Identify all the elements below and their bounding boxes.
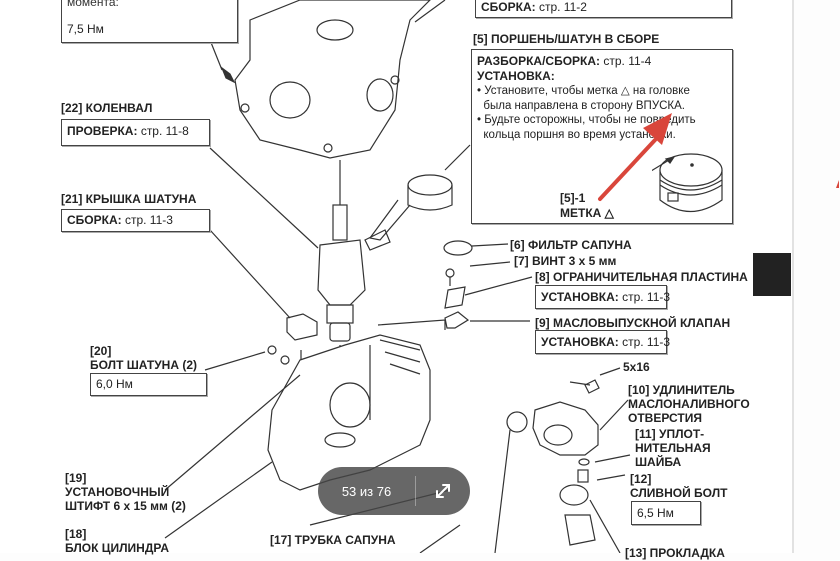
oil-relief-valve-install-label: УСТАНОВКА:: [541, 335, 619, 349]
drain-bolt-title: СЛИВНОЙ БОЛТ: [630, 486, 728, 500]
oil-filler-ext-title-1: [10] УДЛИНИТЕЛЬ: [628, 383, 735, 397]
drain-bolt-torque-box: 6,5 Нм: [631, 501, 701, 525]
piston-disassembly-label: РАЗБОРКА/СБОРКА:: [477, 54, 601, 68]
conrod-bolt-torque-box: 6,0 Нм: [90, 373, 207, 396]
gasket-title: [13] ПРОКЛАДКА: [625, 546, 725, 560]
stopper-plate-install-box: УСТАНОВКА: стр. 11-3: [535, 285, 671, 309]
piston-note-2b: кольца поршня во время установки.: [477, 128, 676, 141]
piston-note-2a: • Будьте осторожны, чтобы не повредить: [477, 114, 696, 126]
oil-filler-extension-drawing: [532, 401, 599, 456]
next-page-red-annotation-fragment: [836, 180, 839, 188]
oil-relief-valve-install-box: УСТАНОВКА: стр. 11-3: [535, 330, 671, 354]
piston-head-drawing: [652, 153, 723, 212]
expand-arrows-icon: [436, 484, 450, 498]
cylinder-block-title: БЛОК ЦИЛИНДРА: [65, 541, 170, 555]
bolt-size-label: 5x16: [623, 360, 650, 374]
torque-partial-text: момента:: [67, 0, 119, 9]
stopper-plate-install-label: УСТАНОВКА:: [541, 290, 619, 304]
piston-mark-label: МЕТКА △: [560, 206, 614, 220]
piston-install-label: УСТАНОВКА:: [477, 69, 555, 83]
o-ring-drawing: [506, 411, 528, 433]
piston-title: [5] ПОРШЕНЬ/ШАТУН В СБОРЕ: [473, 32, 660, 46]
exploded-view-drawing: [164, 0, 631, 553]
sealing-washer-title-2: НИТЕЛЬНАЯ: [635, 441, 711, 455]
crankshaft-inspection-box: ПРОВЕРКА: стр. 11-8: [61, 119, 210, 146]
conrod-cap-drawing: [286, 313, 318, 341]
conrod-cap-assembly-page-ref: стр. 11-3: [124, 213, 173, 227]
oil-relief-valve-title: [9] МАСЛОВЫПУСКНОЙ КЛАПАН: [535, 316, 731, 330]
page-navigator-overlay: 53 из 76: [318, 467, 470, 515]
screw-title: [7] ВИНТ 3 x 5 мм: [514, 254, 617, 268]
conrod-cap-assembly-box: СБОРКА: стр. 11-3: [61, 209, 210, 232]
cylinder-block-ref: [18]: [65, 527, 87, 541]
drain-bolt-torque-value: 6,5 Нм: [637, 506, 674, 520]
oil-filler-ext-title-2: МАСЛОНАЛИВНОГО: [628, 397, 750, 411]
sealing-washer-title-1: [11] УПЛОТ-: [635, 427, 705, 441]
crankshaft-inspection-label: ПРОВЕРКА:: [67, 124, 138, 138]
conrod-cap-title: [21] КРЫШКА ШАТУНА: [61, 192, 197, 206]
oil-filler-ext-title-3: ОТВЕРСТИЯ: [628, 411, 702, 425]
page-edge-divider: [792, 0, 794, 553]
drain-bolt-ref: [12]: [630, 472, 652, 486]
crankshaft-inspection-page-ref: стр. 11-8: [140, 124, 189, 138]
page-counter: 53 из 76: [341, 483, 392, 499]
piston-mark-ref: [5]-1: [560, 191, 586, 205]
crankshaft-title: [22] КОЛЕНВАЛ: [61, 101, 153, 115]
piston-note-1b: была направлена в сторону ВПУСКА.: [477, 99, 685, 112]
breather-filter-title: [6] ФИЛЬТР САПУНА: [510, 238, 632, 252]
fullscreen-button[interactable]: [416, 481, 470, 501]
assembly-label: СБОРКА:: [481, 0, 536, 14]
piston-disassembly-page-ref: стр. 11-4: [603, 54, 652, 68]
conrod-bolt-ref: [20]: [90, 344, 112, 358]
crankshaft-drawing: [317, 239, 366, 306]
conrod-bolt-torque-value: 6,0 Нм: [96, 377, 133, 391]
breather-filter-drawing: [443, 240, 473, 256]
breather-tube-title: [17] ТРУБКА САПУНА: [270, 533, 396, 547]
sealing-washer-title-3: ШАЙБА: [635, 455, 682, 469]
piston-drawing: [407, 174, 453, 196]
piston-info-box: РАЗБОРКА/СБОРКА: стр. 11-4 УСТАНОВКА: • …: [471, 49, 733, 224]
dowel-pin-title-2: ШТИФТ 6 x 15 мм (2): [65, 499, 186, 513]
section-tab-marker: [753, 253, 791, 296]
conrod-bolt-title: БОЛТ ШАТУНА (2): [90, 358, 197, 372]
cylinder-block-drawing: [267, 334, 431, 491]
dowel-pin-title-1: УСТАНОВОЧНЫЙ: [65, 485, 170, 499]
assembly-box-top-right: СБОРКА: стр. 11-2: [475, 0, 732, 18]
stopper-plate-install-page-ref: стр. 11-3: [622, 290, 671, 304]
crankcase-cover-drawing: [234, 0, 431, 159]
dowel-pin-ref: [19]: [65, 471, 87, 485]
pager-divider: [415, 476, 416, 506]
torque-value: 7,5 Нм: [67, 22, 104, 36]
manual-page: момента: 7,5 Нм СБОРКА: стр. 11-2 [5] ПО…: [61, 0, 791, 560]
stopper-plate-title: [8] ОГРАНИЧИТЕЛЬНАЯ ПЛАСТИНА: [535, 270, 748, 284]
gasket-drawing: [559, 484, 589, 506]
assembly-page-ref: стр. 11-2: [538, 0, 587, 14]
oil-relief-valve-install-page-ref: стр. 11-3: [622, 335, 671, 349]
torque-box-top-left: момента: 7,5 Нм: [61, 0, 238, 43]
piston-note-1a: • Установите, чтобы метка △ на головке: [477, 85, 690, 97]
conrod-cap-assembly-label: СБОРКА:: [67, 213, 122, 227]
